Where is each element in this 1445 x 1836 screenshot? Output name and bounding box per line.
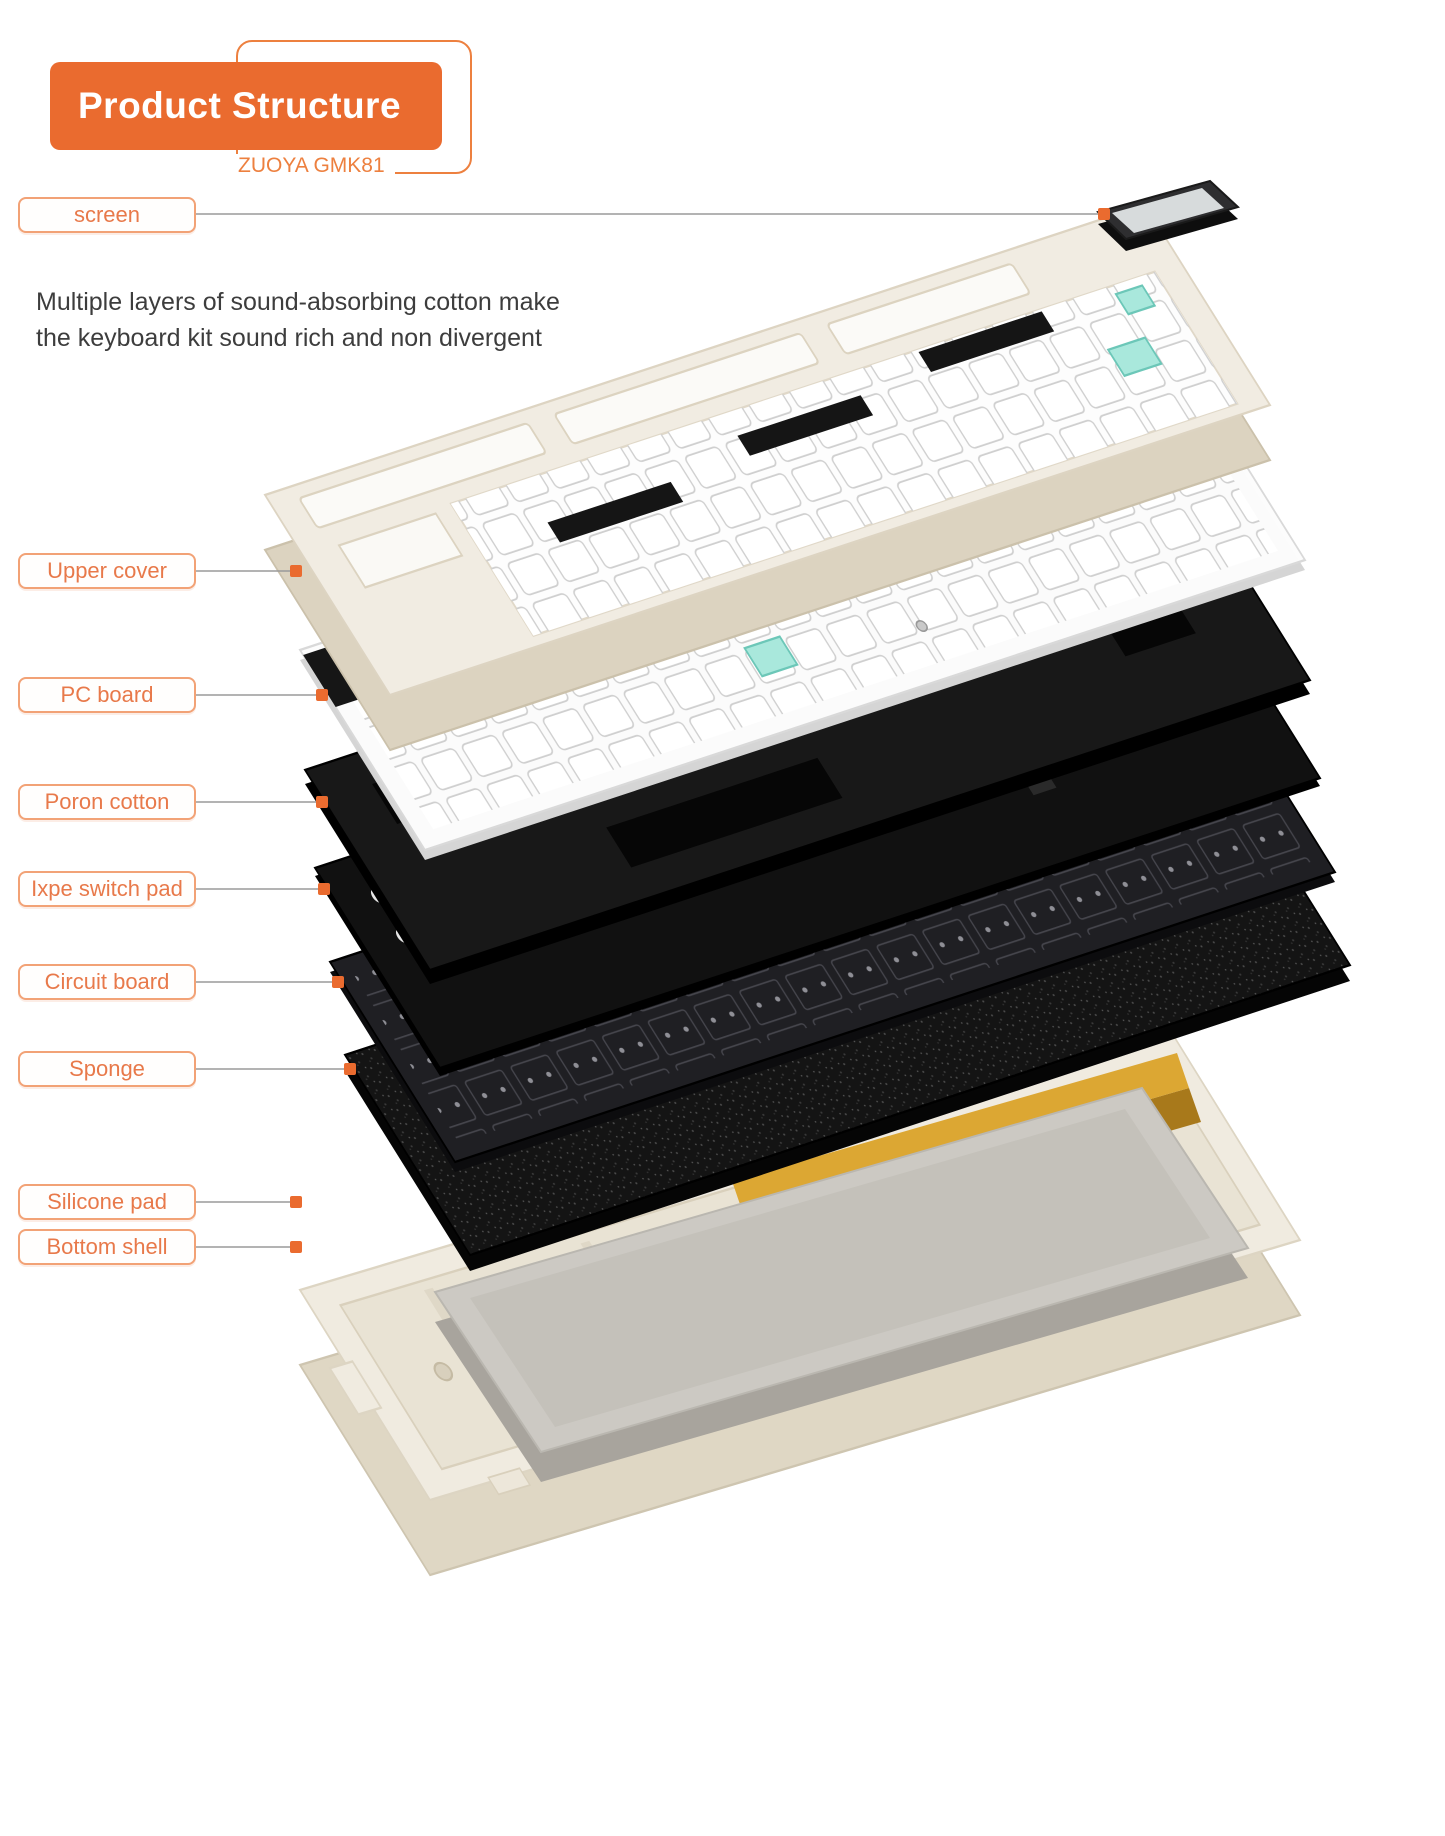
leader-dot-silicone-pad bbox=[290, 1196, 302, 1208]
leader-dot-ixpe bbox=[318, 883, 330, 895]
description-line-2: the keyboard kit sound rich and non dive… bbox=[36, 324, 542, 352]
leader-dots bbox=[290, 208, 1110, 1253]
page-title: Product Structure bbox=[78, 85, 402, 126]
leader-dot-poron-cotton bbox=[316, 796, 328, 808]
label-upper-cover: Upper cover bbox=[18, 553, 196, 589]
leader-dot-bottom-shell bbox=[290, 1241, 302, 1253]
label-sponge: Sponge bbox=[18, 1051, 196, 1087]
leader-dot-circuit-board bbox=[332, 976, 344, 988]
label-circuit-board: Circuit board bbox=[18, 964, 196, 1000]
upper-cover-layer bbox=[263, 203, 1272, 752]
leader-dot-screen bbox=[1098, 208, 1110, 220]
label-silicone-pad: Silicone pad bbox=[18, 1184, 196, 1220]
leader-dot-upper-cover bbox=[290, 565, 302, 577]
label-screen: screen bbox=[18, 197, 196, 233]
label-poron-cotton: Poron cotton bbox=[18, 784, 196, 820]
screen-module bbox=[1096, 179, 1240, 251]
label-pc-board: PC board bbox=[18, 677, 196, 713]
model-subtitle: ZUOYA GMK81 bbox=[228, 154, 395, 178]
description-line-1: Multiple layers of sound-absorbing cotto… bbox=[36, 288, 560, 316]
label-ixpe-switch-pad: Ixpe switch pad bbox=[18, 871, 196, 907]
leader-lines bbox=[196, 213, 1104, 1248]
label-bottom-shell: Bottom shell bbox=[18, 1229, 196, 1265]
silicone-pad-layer bbox=[433, 1086, 1250, 1482]
description: Multiple layers of sound-absorbing cotto… bbox=[36, 284, 560, 356]
title-box: Product Structure bbox=[50, 62, 442, 150]
leader-dot-sponge bbox=[344, 1063, 356, 1075]
leader-dot-pc-board bbox=[316, 689, 328, 701]
